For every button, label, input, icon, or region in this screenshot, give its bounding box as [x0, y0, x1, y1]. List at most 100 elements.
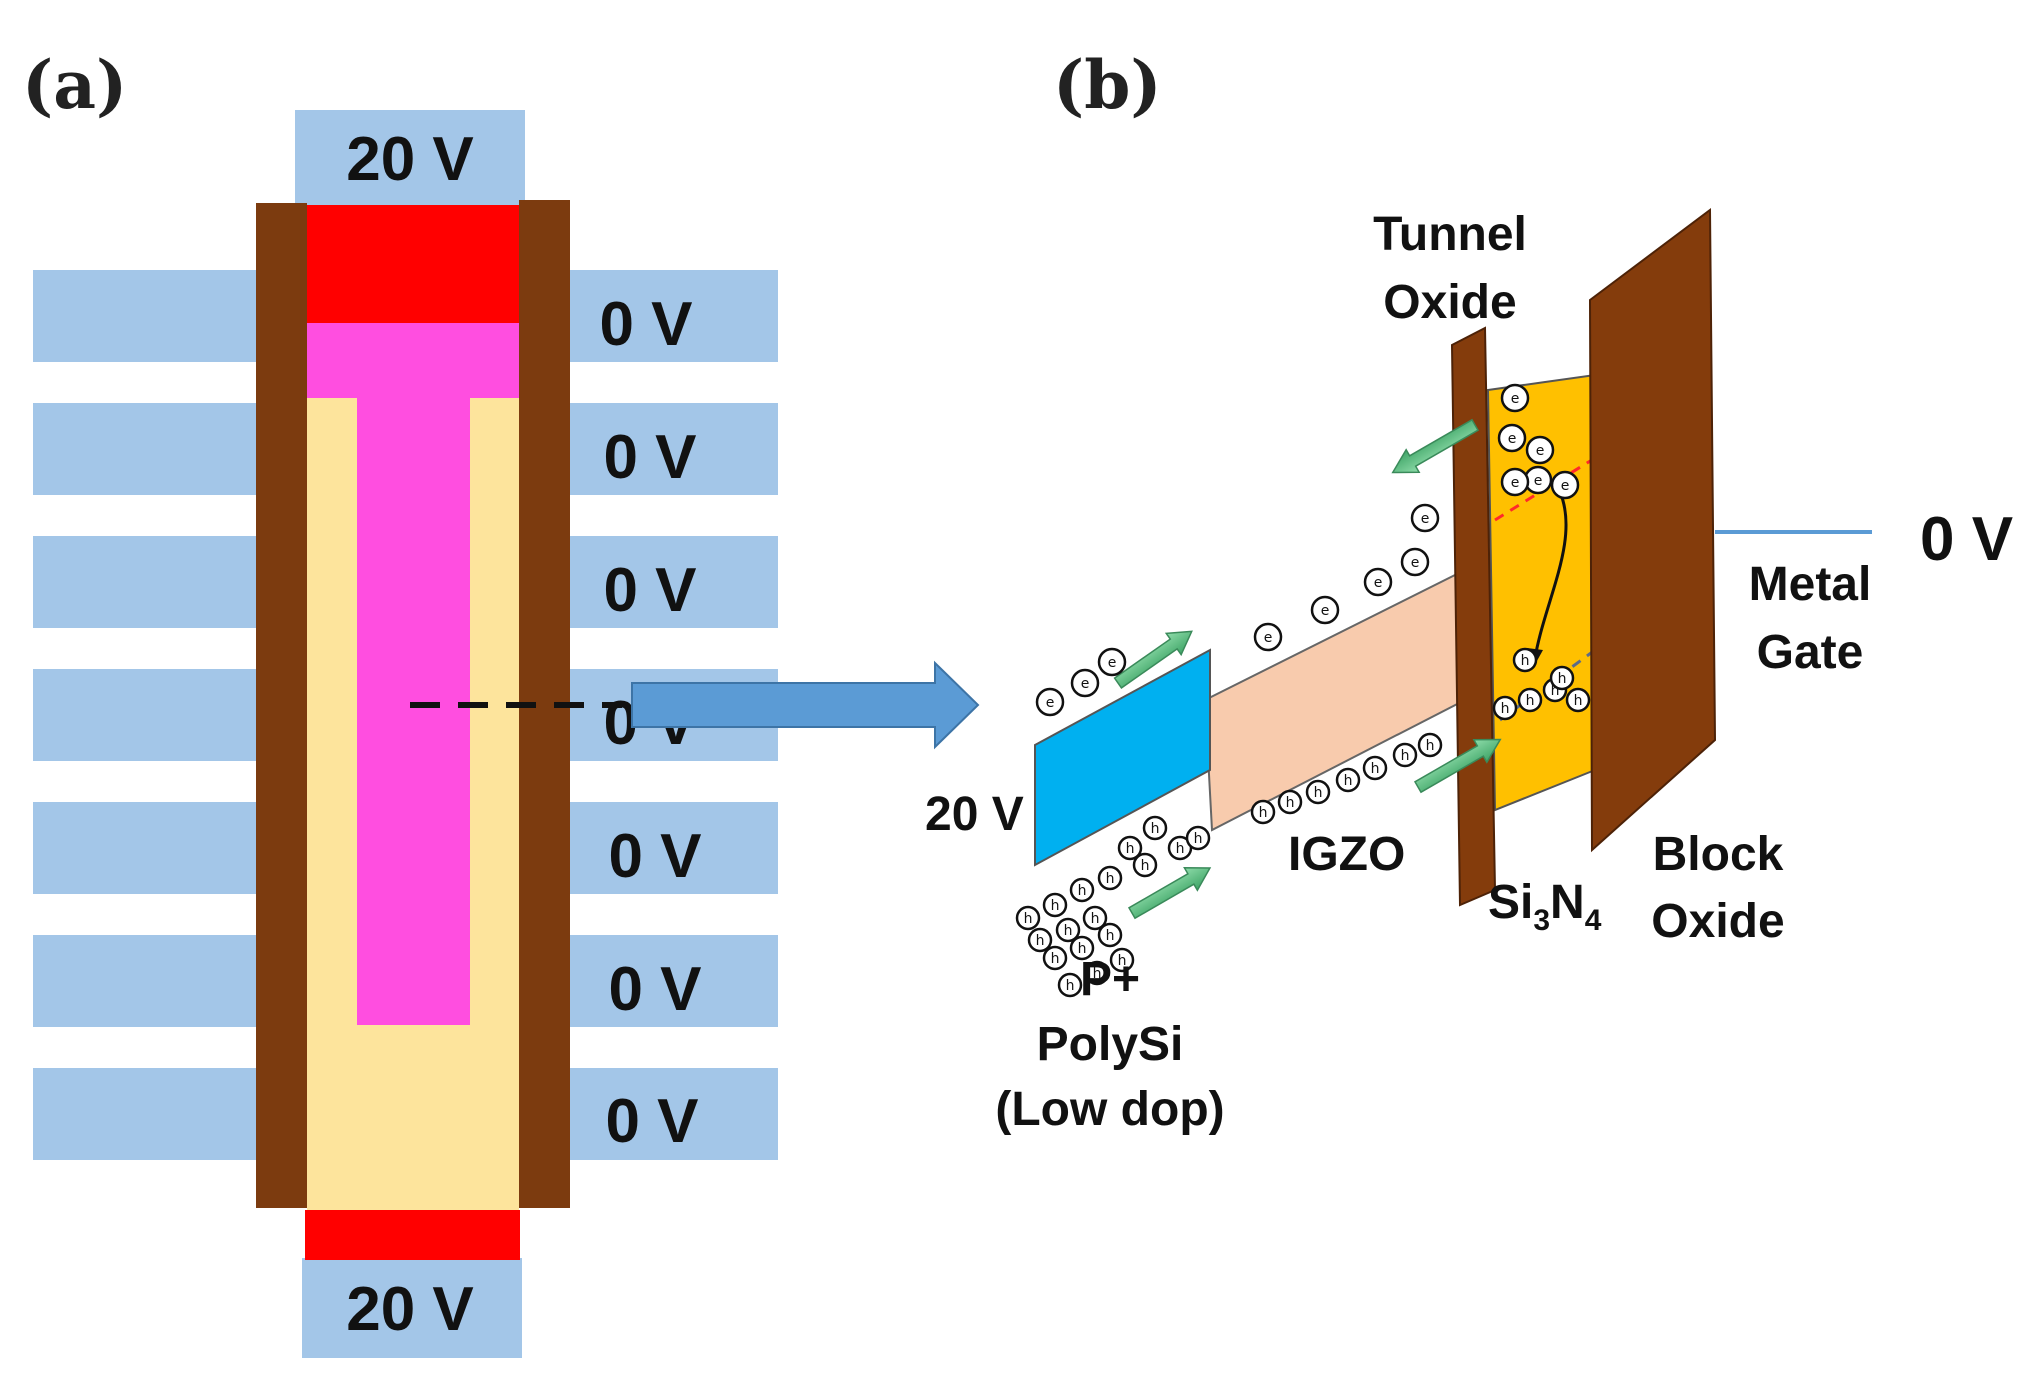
electron-carrier: e — [1070, 668, 1100, 698]
svg-text:e: e — [1561, 478, 1570, 494]
polysi-label-line2: PolySi — [1037, 1018, 1184, 1071]
hole-carrier: h — [1082, 905, 1108, 931]
gate-voltage-label: 0 V — [1920, 505, 2013, 574]
top-contact-pad — [295, 110, 525, 210]
hole-carrier: h — [1042, 892, 1068, 918]
svg-text:h: h — [1401, 748, 1410, 764]
hole-carrier: h — [1055, 917, 1081, 943]
hole-carrier: h — [1250, 799, 1276, 825]
svg-text:h: h — [1051, 898, 1060, 914]
electron-carrier: e — [1525, 435, 1555, 465]
electron-carrier: e — [1400, 547, 1430, 577]
tunnel-oxide-label-line1: Tunnel — [1373, 208, 1527, 261]
left-liner — [256, 203, 307, 1208]
svg-text:e: e — [1534, 473, 1543, 489]
block-oxide-layer — [1588, 208, 1717, 853]
svg-text:e: e — [1421, 511, 1430, 527]
hole-carrier: h — [1057, 972, 1083, 998]
svg-text:e: e — [1536, 443, 1545, 459]
core-region — [307, 323, 519, 1025]
panel-a: (a) 20 V 20 V 0 V 0 V 0 V 0 V 0 V 0 V 0 … — [22, 46, 778, 1358]
electron-carrier: e — [1550, 470, 1580, 500]
hole-carrier: h — [1069, 877, 1095, 903]
wordline-voltage-3: 0 V — [603, 556, 696, 625]
hole-carrier: h — [1117, 835, 1143, 861]
igzo-label: IGZO — [1288, 828, 1405, 881]
electron-carrier: e — [1253, 622, 1283, 652]
svg-text:h: h — [1344, 773, 1353, 789]
wordline-voltage-2: 0 V — [603, 423, 696, 492]
hole-carrier: h — [1517, 687, 1543, 713]
hole-carrier: h — [1142, 815, 1168, 841]
hole-carrier: h — [1417, 732, 1443, 758]
svg-text:h: h — [1286, 795, 1295, 811]
wordline-voltage-6: 0 V — [608, 955, 701, 1024]
electron-carrier: e — [1363, 567, 1393, 597]
svg-text:e: e — [1411, 555, 1420, 571]
electron-carrier: e — [1500, 467, 1530, 497]
block-oxide-label-line1: Block — [1653, 828, 1784, 881]
electron-carrier: e — [1097, 647, 1127, 677]
hole-carrier: h — [1512, 647, 1538, 673]
svg-text:e: e — [1508, 431, 1517, 447]
svg-text:h: h — [1078, 883, 1087, 899]
svg-text:h: h — [1036, 933, 1045, 949]
svg-text:h: h — [1371, 761, 1380, 777]
svg-text:h: h — [1151, 821, 1160, 837]
svg-text:h: h — [1558, 671, 1567, 687]
top-voltage-label: 20 V — [346, 125, 474, 194]
hole-carrier: h — [1305, 779, 1331, 805]
bottom-contact — [305, 1210, 520, 1260]
electron-carrier: e — [1497, 423, 1527, 453]
tunnel-oxide-label-line2: Oxide — [1383, 276, 1516, 329]
bottom-contact-pad — [302, 1258, 522, 1358]
hole-carrier: h — [1027, 927, 1053, 953]
hole-carrier: h — [1565, 687, 1591, 713]
hole-carrier: h — [1069, 935, 1095, 961]
hole-carrier: h — [1492, 695, 1518, 721]
svg-text:e: e — [1046, 695, 1055, 711]
wordline-voltage-5: 0 V — [608, 822, 701, 891]
nitride-label: Si3N4 — [1488, 876, 1602, 937]
svg-text:h: h — [1521, 653, 1530, 669]
hole-carrier: h — [1362, 755, 1388, 781]
svg-text:e: e — [1321, 603, 1330, 619]
panel-b-label: (b) — [1053, 46, 1162, 124]
svg-text:h: h — [1574, 693, 1583, 709]
metal-gate-label-line1: Metal — [1749, 558, 1872, 611]
metal-gate-label-line2: Gate — [1757, 626, 1864, 679]
svg-text:e: e — [1374, 575, 1383, 591]
svg-text:h: h — [1501, 701, 1510, 717]
svg-text:h: h — [1126, 841, 1135, 857]
svg-text:e: e — [1511, 391, 1520, 407]
zoom-arrow — [631, 660, 980, 750]
svg-text:h: h — [1118, 953, 1127, 969]
wordline-voltage-1: 0 V — [599, 290, 692, 359]
hole-carrier: h — [1042, 945, 1068, 971]
hole-carrier: h — [1109, 947, 1135, 973]
svg-text:h: h — [1106, 928, 1115, 944]
recombination-arrow — [1533, 491, 1568, 659]
electron-carrier: e — [1035, 687, 1065, 717]
hole-carrier: h — [1015, 905, 1041, 931]
svg-text:h: h — [1051, 951, 1060, 967]
hole-carrier: h — [1185, 825, 1211, 851]
polysi-layer — [1034, 648, 1211, 867]
hole-carrier: h — [1097, 865, 1123, 891]
hole-tunnel-arrow — [1413, 738, 1502, 794]
svg-text:h: h — [1024, 911, 1033, 927]
svg-text:h: h — [1259, 805, 1268, 821]
svg-text:h: h — [1314, 785, 1323, 801]
svg-text:h: h — [1426, 738, 1435, 754]
hole-carrier: h — [1549, 665, 1575, 691]
svg-text:h: h — [1064, 923, 1073, 939]
hole-inject-arrow — [1127, 866, 1212, 920]
top-contact — [307, 205, 519, 323]
electron-carrier: e — [1500, 383, 1530, 413]
carrier-arrows — [1113, 418, 1502, 920]
svg-text:e: e — [1081, 676, 1090, 692]
panel-a-label: (a) — [22, 46, 127, 124]
svg-text:h: h — [1106, 871, 1115, 887]
svg-text:h: h — [1526, 693, 1535, 709]
